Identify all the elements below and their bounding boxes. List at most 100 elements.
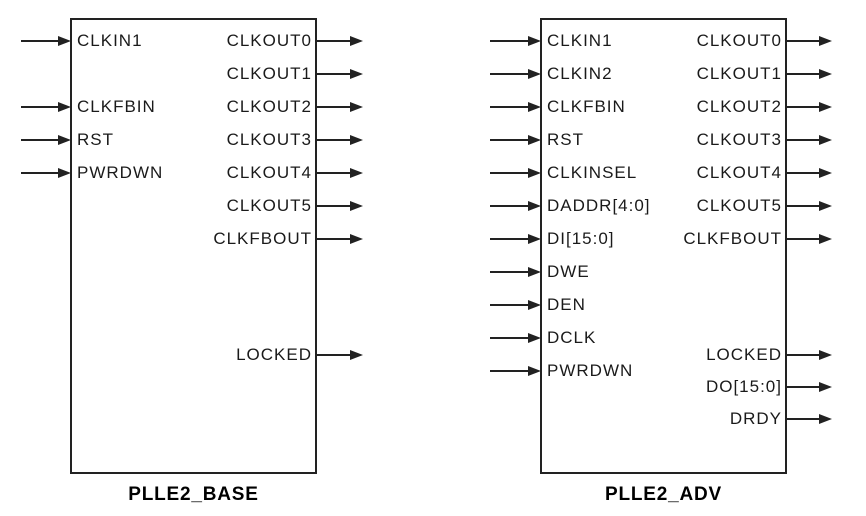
arrow-shaft (490, 139, 532, 141)
arrow-shaft (786, 106, 823, 108)
output-port-label: LOCKED (236, 345, 312, 364)
arrow-shaft (786, 418, 823, 420)
arrowhead-icon (350, 36, 363, 46)
arrow-shaft (786, 205, 823, 207)
arrow-shaft (490, 337, 532, 339)
input-arrow (21, 36, 71, 46)
output-arrow (786, 414, 832, 424)
arrow-shaft (786, 238, 823, 240)
input-port-label: CLKINSEL (547, 163, 638, 182)
arrow-shaft (316, 139, 354, 141)
arrowhead-icon (528, 135, 541, 145)
input-port-label: RST (77, 130, 114, 149)
plle2-base-title: PLLE2_BASE (128, 484, 259, 505)
input-port-label: CLKIN2 (547, 64, 613, 83)
input-arrow (490, 333, 541, 343)
arrowhead-icon (528, 168, 541, 178)
input-port-label: RST (547, 130, 584, 149)
arrowhead-icon (819, 168, 832, 178)
input-arrow (490, 69, 541, 79)
arrow-shaft (21, 40, 62, 42)
arrowhead-icon (350, 102, 363, 112)
arrowhead-icon (819, 201, 832, 211)
output-arrow (786, 350, 832, 360)
arrow-shaft (490, 205, 532, 207)
arrow-shaft (786, 354, 823, 356)
arrow-shaft (490, 73, 532, 75)
input-port-label: PWRDWN (547, 361, 634, 380)
output-arrow (316, 201, 363, 211)
arrowhead-icon (819, 234, 832, 244)
arrow-shaft (316, 238, 354, 240)
arrowhead-icon (819, 102, 832, 112)
arrowhead-icon (58, 168, 71, 178)
output-arrow (786, 69, 832, 79)
input-port-label: CLKIN1 (547, 31, 613, 50)
input-port-label: CLKIN1 (77, 31, 143, 50)
input-port-label: PWRDWN (77, 163, 164, 182)
input-arrow (490, 300, 541, 310)
output-arrow (786, 382, 832, 392)
arrow-shaft (316, 73, 354, 75)
input-arrow (490, 366, 541, 376)
arrowhead-icon (58, 36, 71, 46)
plle2-adv-box (540, 18, 787, 474)
plle2-base-box (70, 18, 317, 474)
input-arrow (490, 201, 541, 211)
arrowhead-icon (528, 300, 541, 310)
input-arrow (490, 234, 541, 244)
output-arrow (316, 234, 363, 244)
arrowhead-icon (528, 267, 541, 277)
output-arrow (316, 135, 363, 145)
output-arrow (316, 350, 363, 360)
arrowhead-icon (58, 135, 71, 145)
output-port-label: CLKOUT1 (696, 64, 782, 83)
arrowhead-icon (528, 333, 541, 343)
arrowhead-icon (819, 69, 832, 79)
input-port-label: DADDR[4:0] (547, 196, 651, 215)
plle2-adv-title: PLLE2_ADV (604, 484, 722, 505)
arrow-shaft (21, 172, 62, 174)
arrow-shaft (786, 73, 823, 75)
arrow-shaft (490, 370, 532, 372)
arrow-shaft (490, 238, 532, 240)
output-arrow (786, 234, 832, 244)
arrowhead-icon (528, 102, 541, 112)
output-port-label: CLKOUT1 (226, 64, 312, 83)
arrowhead-icon (528, 201, 541, 211)
output-arrow (786, 135, 832, 145)
input-arrow (490, 102, 541, 112)
arrowhead-icon (528, 69, 541, 79)
output-port-label: CLKFBOUT (213, 229, 312, 248)
output-port-label: CLKOUT3 (696, 130, 782, 149)
input-port-label: DI[15:0] (547, 229, 615, 248)
input-arrow (490, 267, 541, 277)
input-arrow (490, 135, 541, 145)
output-arrow (316, 69, 363, 79)
input-arrow (21, 135, 71, 145)
arrowhead-icon (819, 36, 832, 46)
arrow-shaft (786, 40, 823, 42)
arrow-shaft (316, 172, 354, 174)
arrowhead-icon (528, 234, 541, 244)
output-arrow (786, 102, 832, 112)
arrowhead-icon (819, 350, 832, 360)
arrowhead-icon (528, 36, 541, 46)
input-port-label: DEN (547, 295, 586, 314)
arrow-shaft (786, 139, 823, 141)
input-arrow (21, 168, 71, 178)
output-port-label: CLKOUT5 (696, 196, 782, 215)
input-port-label: DWE (547, 262, 590, 281)
output-arrow (786, 201, 832, 211)
input-port-label: DCLK (547, 328, 597, 347)
arrow-shaft (21, 106, 62, 108)
arrowhead-icon (350, 201, 363, 211)
arrowhead-icon (350, 69, 363, 79)
input-port-label: CLKFBIN (547, 97, 626, 116)
output-port-label: CLKOUT2 (696, 97, 782, 116)
arrowhead-icon (819, 382, 832, 392)
output-port-label: DRDY (729, 409, 782, 428)
arrow-shaft (490, 172, 532, 174)
arrow-shaft (786, 386, 823, 388)
input-port-label: CLKFBIN (77, 97, 156, 116)
